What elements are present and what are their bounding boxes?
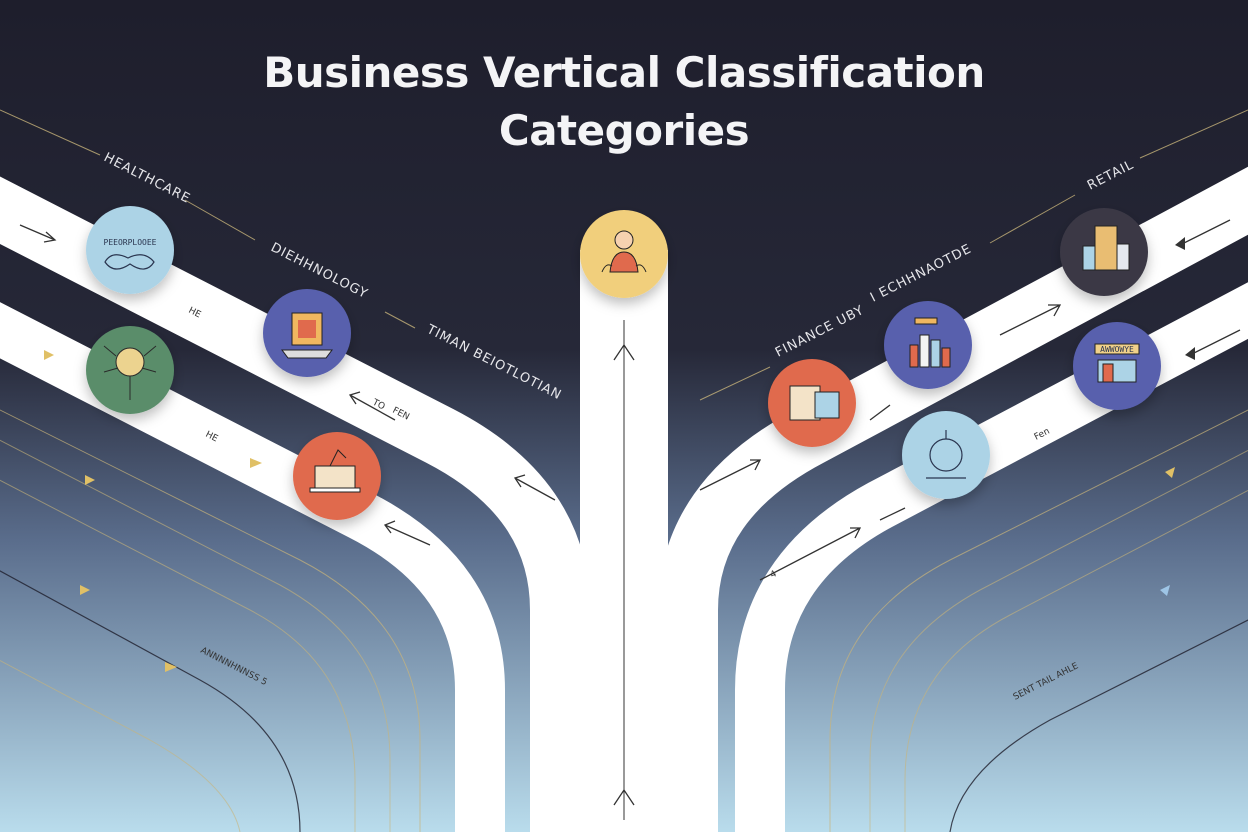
title-line-1: Business Vertical Classification [263,48,985,97]
guide-lines [0,109,1248,401]
finance-circle[interactable] [768,359,856,447]
page-title: Business Vertical Classification Categor… [0,44,1248,160]
retail-store-circle[interactable]: AWWOWYE [1073,322,1161,410]
arrow-markers [19,219,1241,806]
left-bands [0,176,590,832]
workstation-icon [309,449,361,493]
storefront-icon [1097,359,1137,383]
transportation-circle[interactable] [293,432,381,520]
machine-icon [281,312,333,359]
health-network-circle[interactable] [86,326,174,414]
right-bands [658,166,1248,832]
center-circle[interactable] [580,210,668,298]
store-sign-text: AWWOWYE [1100,345,1134,354]
documents-icon [789,385,840,421]
gear-globe-icon [926,430,966,479]
road-text: 4 [769,569,779,581]
engineering-circle[interactable] [902,411,990,499]
healthcare-circle[interactable]: PEEORPLOOEE [86,206,174,294]
healthcare-badge-text: PEEORPLOOEE [104,238,157,247]
retail-circle[interactable] [1060,208,1148,296]
title-line-2: Categories [498,106,750,155]
neuron-icon [103,345,157,400]
store-sign [1094,343,1140,355]
mustache-icon [104,254,155,270]
city-icon [909,317,951,368]
person-icon [601,230,647,273]
triangle-markers [44,237,1195,672]
technology-circle[interactable] [263,289,351,377]
technology-right-circle[interactable] [884,301,972,389]
building-icon [1082,225,1130,271]
